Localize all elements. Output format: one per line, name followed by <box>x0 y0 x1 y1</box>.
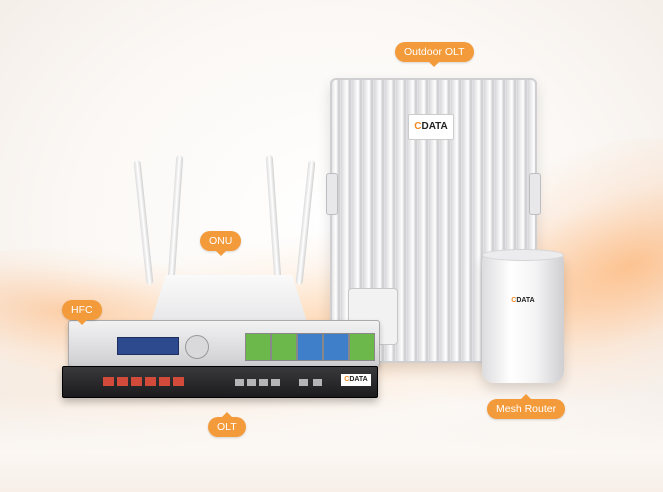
green-module <box>271 333 297 361</box>
olt-rack-device: CDATA <box>62 366 378 398</box>
mesh-router-device: CDATA <box>482 249 564 383</box>
ethernet-port <box>313 379 322 386</box>
side-handle <box>326 173 338 215</box>
brand-logo: CDATA <box>341 374 371 386</box>
side-handle <box>529 173 541 215</box>
ethernet-port <box>271 379 280 386</box>
green-module <box>245 333 271 361</box>
mesh-router-label: Mesh Router <box>487 394 566 419</box>
sfp-port <box>159 377 170 386</box>
hfc-label: HFC <box>62 300 102 325</box>
control-pad <box>185 335 209 359</box>
ethernet-port <box>235 379 244 386</box>
ethernet-port <box>259 379 268 386</box>
sfp-port <box>103 377 114 386</box>
blue-module <box>323 333 349 361</box>
sfp-port <box>173 377 184 386</box>
olt-label: OLT <box>208 412 246 437</box>
sfp-port <box>117 377 128 386</box>
blue-module <box>297 333 323 361</box>
lcd-display <box>117 337 179 355</box>
sfp-port <box>131 377 142 386</box>
green-module <box>349 333 375 361</box>
ethernet-port <box>247 379 256 386</box>
outdoor-olt-label: Outdoor OLT <box>395 42 474 67</box>
brand-logo: CDATA <box>408 114 454 140</box>
brand-logo: CDATA <box>511 297 535 304</box>
ethernet-port <box>299 379 308 386</box>
sfp-port <box>145 377 156 386</box>
onu-device <box>150 275 308 325</box>
hfc-chassis-device <box>68 320 380 367</box>
onu-label: ONU <box>200 231 242 256</box>
